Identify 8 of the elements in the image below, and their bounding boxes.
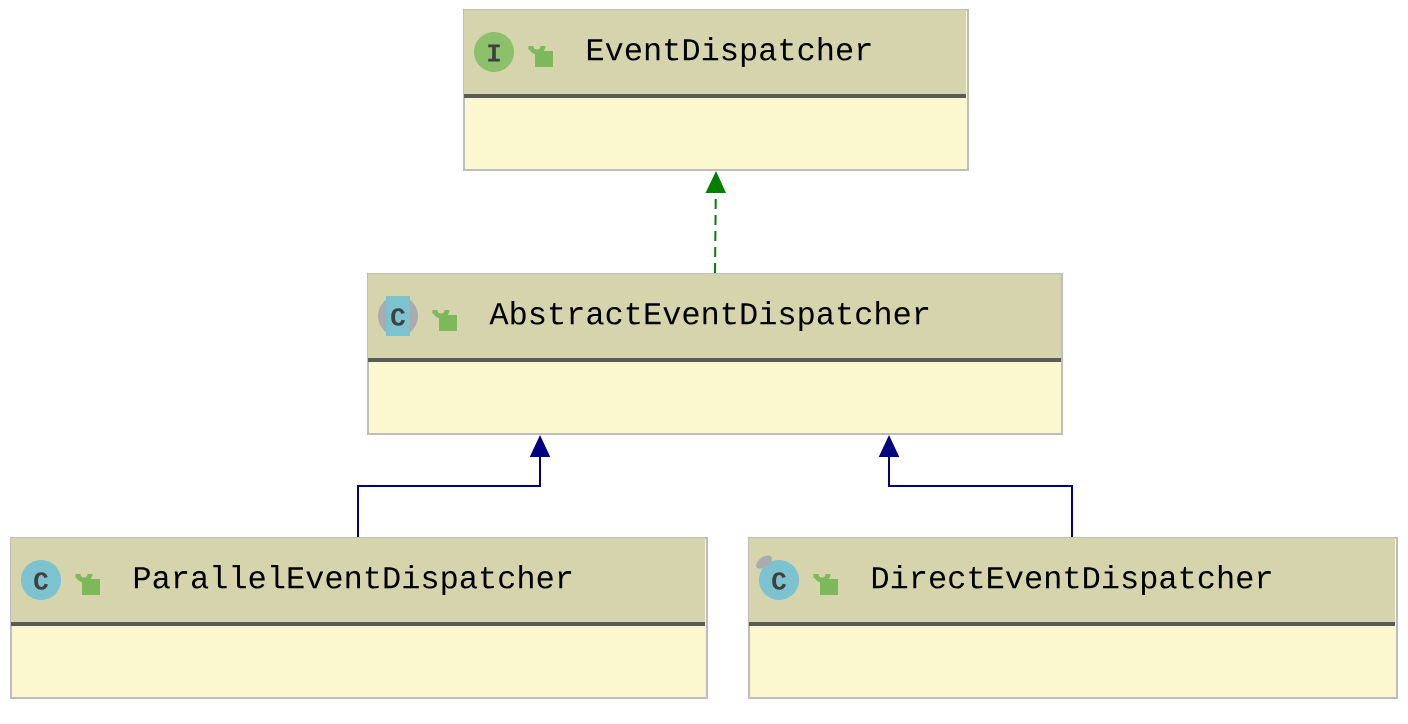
class-name: AbstractEventDispatcher — [489, 301, 929, 331]
class-box — [463, 9, 969, 171]
class-name: DirectEventDispatcher — [872, 565, 1271, 595]
class-box — [367, 273, 1063, 435]
class-box — [10, 537, 708, 699]
class-box — [748, 537, 1398, 699]
class-name: EventDispatcher — [587, 37, 871, 67]
class-name: ParallelEventDispatcher — [134, 565, 572, 595]
